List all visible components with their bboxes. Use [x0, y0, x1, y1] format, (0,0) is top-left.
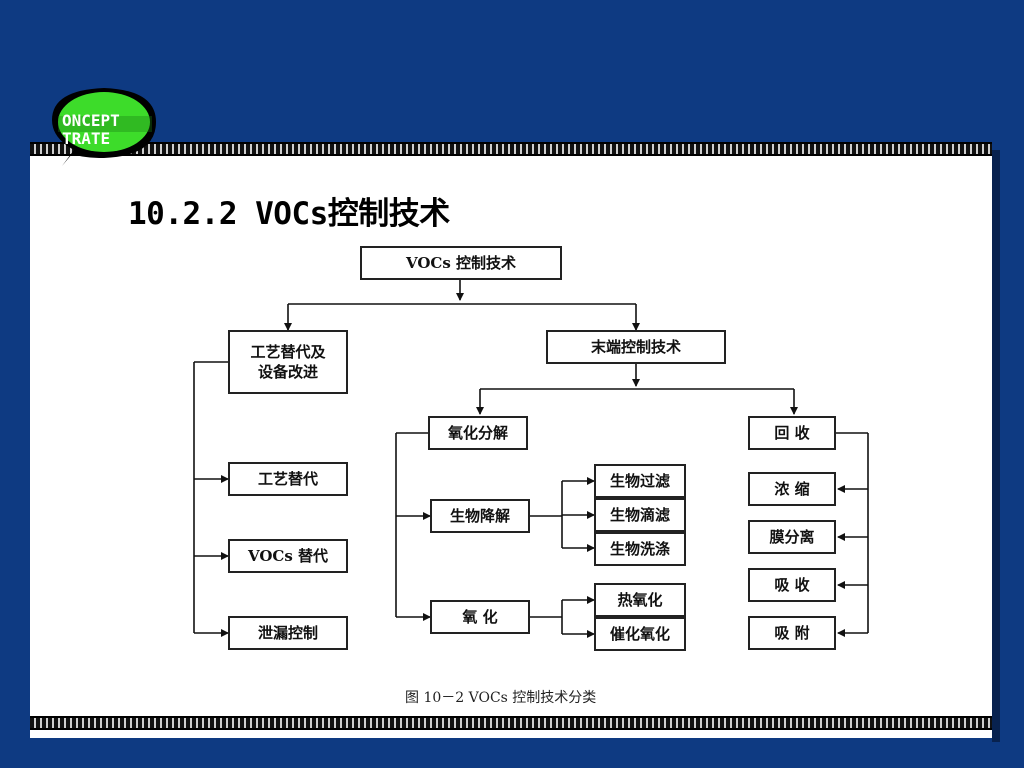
node-bio-wash: 生物洗涤 [594, 532, 686, 566]
node-process-sub2: VOCs 替代 [228, 539, 348, 573]
node-process: 工艺替代及 设备改进 [228, 330, 348, 394]
node-oxidation-decomposition: 氧化分解 [428, 416, 528, 450]
node-root: VOCs 控制技术 [360, 246, 562, 280]
node-oxidation: 氧 化 [430, 600, 530, 634]
concept-logo-icon: ONCEPT TRATE [52, 88, 156, 166]
node-concentration: 浓 缩 [748, 472, 836, 506]
connector-lines [193, 280, 869, 638]
node-recovery: 回 收 [748, 416, 836, 450]
film-strip-top [30, 142, 992, 156]
node-absorption: 吸 收 [748, 568, 836, 602]
logo-text-2: TRATE [62, 129, 110, 148]
node-membrane: 膜分离 [748, 520, 836, 554]
logo-text-1: ONCEPT [62, 111, 120, 130]
voc-control-diagram: VOCs 控制技术 工艺替代及 设备改进 末端控制技术 工艺替代 VOCs 替代… [180, 236, 900, 716]
node-bio-drip: 生物滴滤 [594, 498, 686, 532]
node-process-sub3: 泄漏控制 [228, 616, 348, 650]
figure-caption: 图 10－2 VOCs 控制技术分类 [405, 690, 597, 706]
node-process-sub1: 工艺替代 [228, 462, 348, 496]
node-adsorption: 吸 附 [748, 616, 836, 650]
panel-shadow [992, 150, 1000, 742]
node-bio-degradation: 生物降解 [430, 499, 530, 533]
node-thermal-oxidation: 热氧化 [594, 583, 686, 617]
node-endcontrol: 末端控制技术 [546, 330, 726, 364]
node-catalytic-oxidation: 催化氧化 [594, 617, 686, 651]
film-strip-bottom [30, 716, 992, 730]
node-bio-filter: 生物过滤 [594, 464, 686, 498]
slide-title: 10.2.2 VOCs控制技术 [128, 196, 450, 232]
